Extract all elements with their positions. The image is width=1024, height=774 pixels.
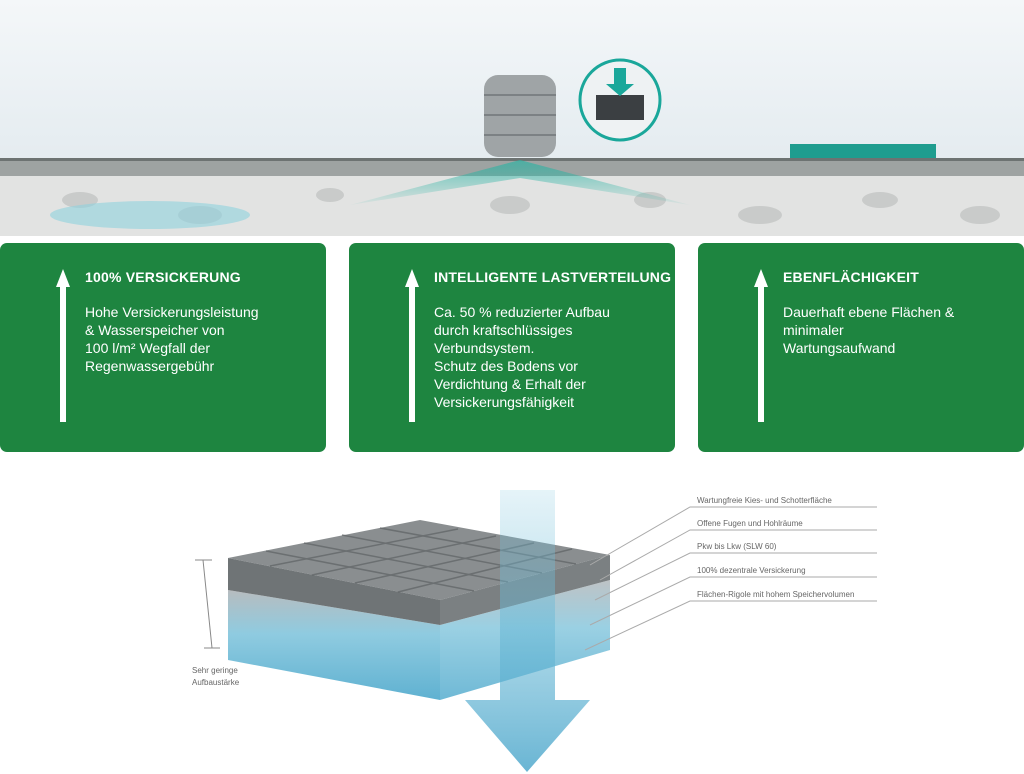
- water-flow-arrow: [465, 490, 590, 772]
- paving-cross-section: [195, 490, 877, 772]
- pavement-illustration: [0, 58, 1024, 236]
- card-title: INTELLIGENTE LASTVERTEILUNG: [434, 269, 672, 285]
- arrow-up-icon: [754, 269, 768, 422]
- load-distribution-cone: [350, 160, 690, 205]
- feature-card-flatness: EBENFLÄCHIGKEIT Dauerhaft ebene Flächen …: [698, 243, 1024, 452]
- diagram-label: 100% dezentrale Versickerung: [697, 566, 806, 575]
- diagram-label: Wartungfreie Kies- und Schotterfläche: [697, 496, 832, 505]
- leader-lines: [584, 506, 877, 651]
- diagram-label: Flächen-Rigole mit hohem Speichervolumen: [697, 590, 855, 599]
- arrow-up-icon: [56, 269, 70, 422]
- card-title: 100% VERSICKERUNG: [85, 269, 241, 285]
- hero-illustration: [0, 0, 1024, 236]
- water-pool: [50, 201, 250, 229]
- card-title: EBENFLÄCHIGKEIT: [783, 269, 919, 285]
- diagram-label: Pkw bis Lkw (SLW 60): [697, 542, 777, 551]
- feature-card-load-distribution: INTELLIGENTE LASTVERTEILUNG Ca. 50 % red…: [349, 243, 675, 452]
- thickness-marker: [195, 559, 220, 649]
- feature-card-infiltration: 100% VERSICKERUNG Hohe Versickerungsleis…: [0, 243, 326, 452]
- spirit-level: [790, 144, 936, 158]
- card-text: Hohe Versickerungsleistung& Wasserspeich…: [85, 304, 259, 374]
- arrow-up-icon: [405, 269, 419, 422]
- diagram-label: Offene Fugen und Hohlräume: [697, 519, 803, 528]
